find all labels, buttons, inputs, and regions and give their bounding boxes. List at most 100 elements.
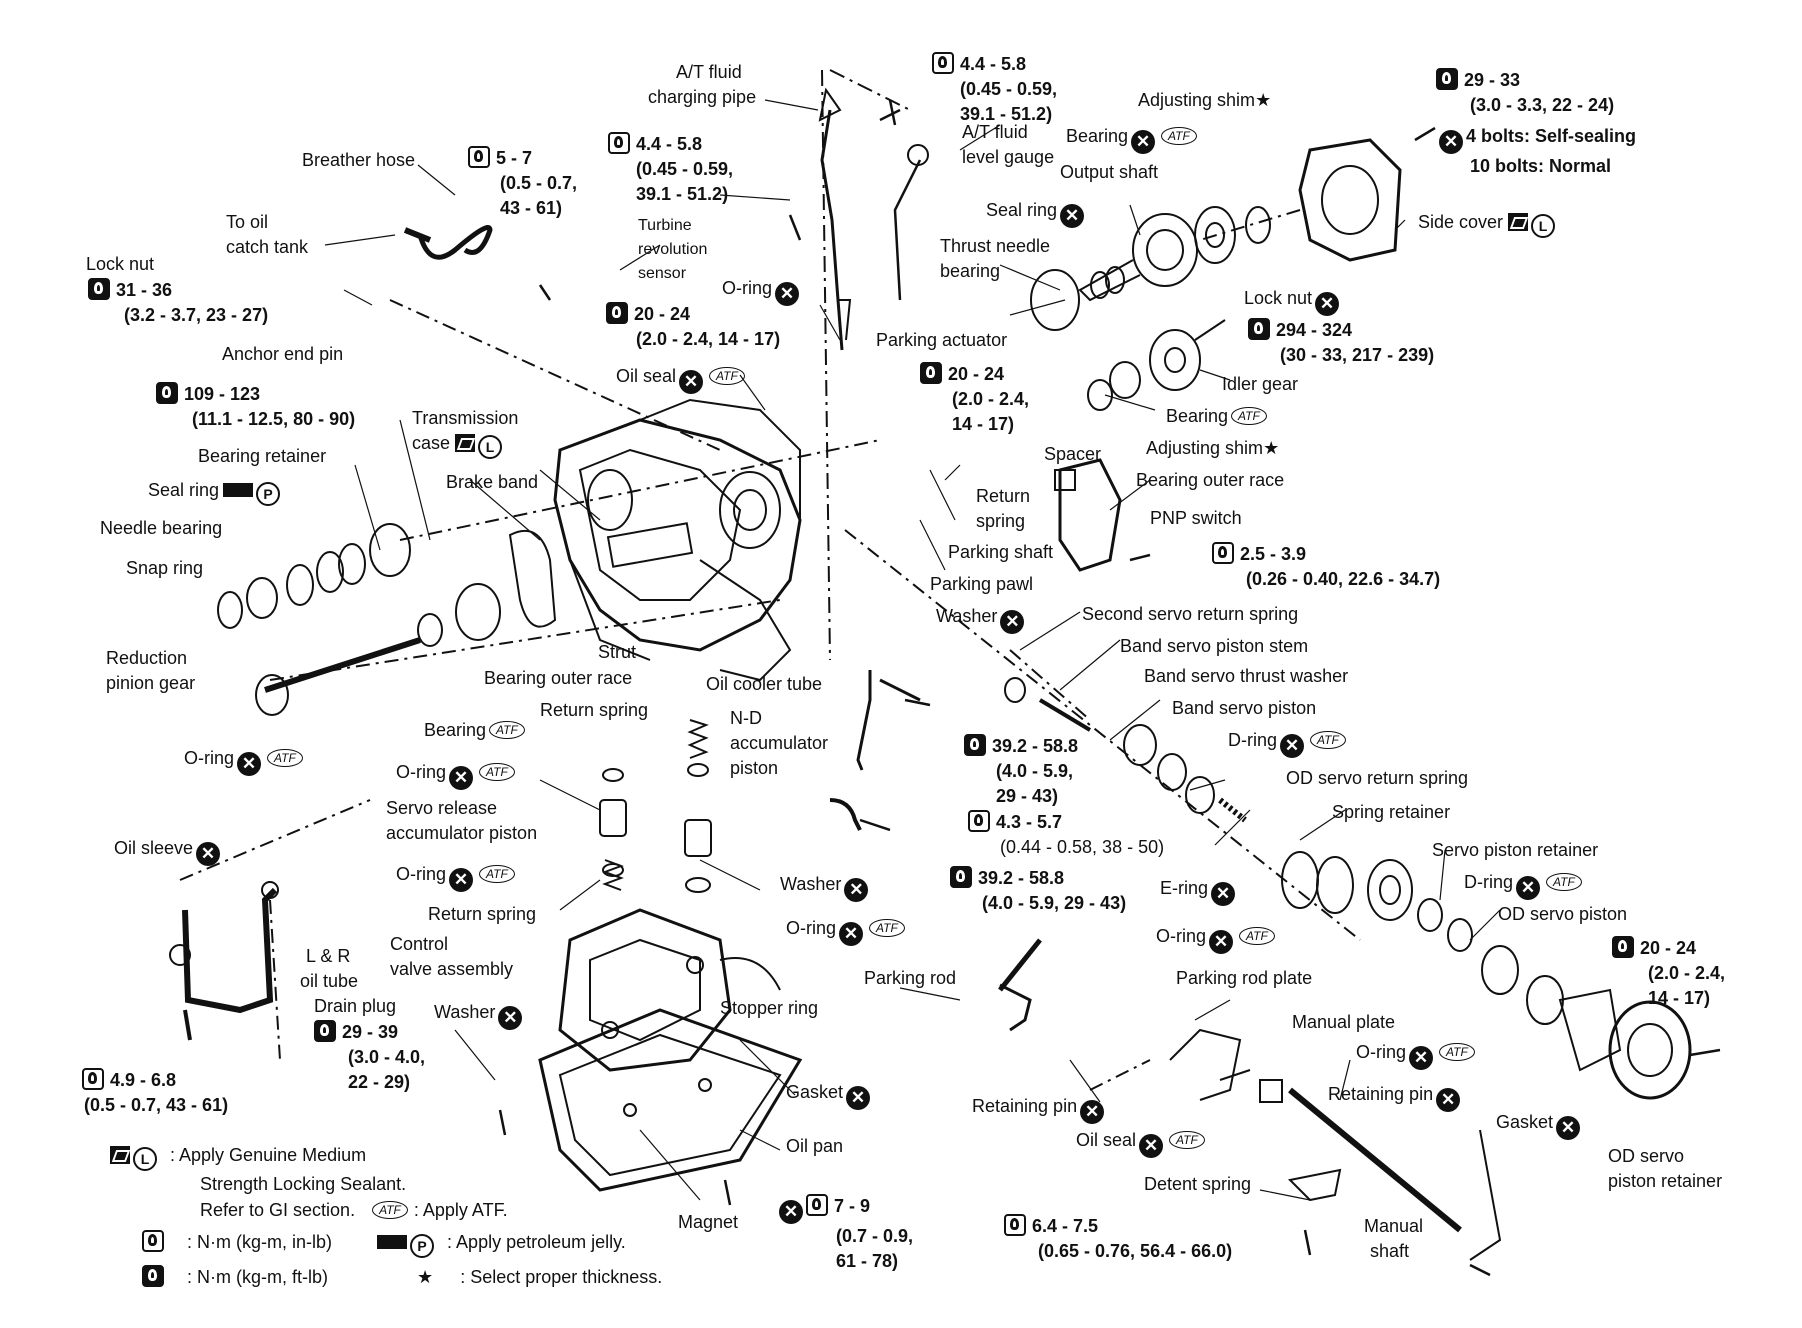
label-detent-spring: Detent spring [1144,1174,1252,1194]
torque-value: 39.2 - 58.8 [978,868,1065,888]
label-oil-cooler-tube: Oil cooler tube [706,674,823,694]
wrench-in-lb-icon [968,810,990,832]
bolts-note-normal: 10 bolts: Normal [1470,156,1612,176]
torque-spec-oil-pan-bolt: ✕7 - 9 (0.7 - 0.9, 61 - 78) [776,1194,913,1274]
torque-spec-breather-bolt: 5 - 7 (0.5 - 0.7, 43 - 61) [468,146,577,221]
label-washer-low: Washer✕ [780,872,871,902]
torque-spec-oil-tube-bolt: 4.9 - 6.8 (0.5 - 0.7, 43 - 61) [82,1068,228,1118]
torque-spec-lock-nut-right: 294 - 324 (30 - 33, 217 - 239) [1248,318,1434,368]
replace-icon: ✕ [775,282,800,306]
torque-value: 31 - 36 [116,280,173,300]
torque-spec-drain-plug: 29 - 39 (3.0 - 4.0, 22 - 29) [314,1020,425,1095]
torque-metric: (0.44 - 0.58, 38 - 50) [1000,837,1165,857]
replace-icon: ✕ [846,1086,871,1110]
torque-metric: (0.5 - 0.7, 43 - 61) [84,1095,229,1115]
label-parking-rod-plate: Parking rod plate [1176,968,1313,988]
torque-metric: (0.5 - 0.7, [500,173,578,193]
torque-spec-cooler-tube-bolt-1: 39.2 - 58.8 (4.0 - 5.9, 29 - 43) [964,734,1078,809]
torque-spec-detent-spring-bolt: 6.4 - 7.5 (0.65 - 0.76, 56.4 - 66.0) [1004,1214,1232,1264]
wrench-in-lb-icon [1004,1214,1026,1236]
petroleum-icon: P [410,1234,435,1258]
petroleum-jelly-icon [377,1235,408,1249]
petroleum-icon: P [256,482,281,506]
label-strut: Strut [598,642,637,662]
atf-icon: ATF [1231,407,1267,425]
label-second-servo-return-spring: Second servo return spring [1082,604,1299,624]
wrench-in-lb-icon [82,1068,104,1090]
replace-icon: ✕ [449,868,474,892]
wrench-ft-lb-icon [88,278,110,300]
torque-value: 6.4 - 7.5 [1032,1216,1099,1236]
torque-spec-cooler-tube-bolt-2: 4.3 - 5.7 (0.44 - 0.58, 38 - 50) [968,810,1164,860]
atf-icon: ATF [479,865,515,883]
torque-value: 294 - 324 [1276,320,1353,340]
torque-spec-side-cover-bolts: 29 - 33 (3.0 - 3.3, 22 - 24) ✕4 bolts: S… [1436,68,1636,179]
label-seal-ring-top: Seal ring✕ [986,198,1087,228]
label-washer-mid: Washer✕ [936,604,1027,634]
torque-imperial: 14 - 17) [952,414,1015,434]
torque-metric: (0.26 - 0.40, 22.6 - 34.7) [1246,569,1441,589]
legend-star: : Select proper thickness. [460,1267,663,1287]
torque-metric: (4.0 - 5.9, [996,761,1074,781]
label-o-ring-od: O-ring✕ATF [1356,1040,1475,1070]
label-bearing-top: Bearing✕ATF [1066,124,1197,154]
label-magnet: Magnet [678,1212,739,1232]
label-snap-ring: Snap ring [126,558,204,578]
label-adjusting-shim-mid: Adjusting shim★ [1146,438,1280,458]
star-icon: ★ [1263,438,1280,458]
label-oil-seal-2: Oil seal✕ATF [1076,1128,1205,1158]
atf-icon: ATF [1439,1043,1475,1061]
legend-locking: L : Apply Genuine Medium [110,1142,662,1171]
label-brake-band: Brake band [446,472,539,492]
torque-spec-lock-nut-left: 31 - 36 (3.2 - 3.7, 23 - 27) [88,278,268,328]
replace-icon: ✕ [1436,1088,1461,1112]
torque-metric: (3.0 - 4.0, [348,1047,426,1067]
replace-icon: ✕ [449,766,474,790]
label-servo-piston-retainer: Servo piston retainer [1432,840,1599,860]
label-o-ring-left: O-ring✕ATF [184,746,303,776]
label-parking-shaft: Parking shaft [948,542,1054,562]
wrench-ft-lb-icon [1612,936,1634,958]
label-output-shaft: Output shaft [1060,162,1159,182]
wrench-in-lb-icon [468,146,490,168]
wrench-ft-lb-icon [606,302,628,324]
torque-value: 20 - 24 [1640,938,1697,958]
label-d-ring-1: D-ring✕ATF [1228,728,1346,758]
torque-metric: (30 - 33, 217 - 239) [1280,345,1435,365]
torque-spec-case-bolt-center: 20 - 24 (2.0 - 2.4, 14 - 17) [606,302,780,352]
atf-icon: ATF [1169,1131,1205,1149]
wrench-ft-lb-icon [1248,318,1270,340]
replace-icon: ✕ [1516,876,1541,900]
torque-imperial: 39.1 - 51.2) [636,184,729,204]
replace-icon: ✕ [1080,1100,1105,1124]
label-e-ring: E-ring✕ [1160,876,1238,906]
replace-icon: ✕ [1139,1134,1164,1158]
label-idler-gear: Idler gear [1222,374,1299,394]
label-parking-pawl: Parking pawl [930,574,1034,594]
torque-value: 109 - 123 [184,384,261,404]
star-icon: ★ [1255,90,1272,110]
torque-spec-od-servo-bolt: 20 - 24 (2.0 - 2.4, 14 - 17) [1612,936,1725,1011]
wrench-in-lb-icon [932,52,954,74]
replace-icon: ✕ [844,878,869,902]
atf-icon: ATF [869,919,905,937]
torque-value: 4.3 - 5.7 [996,812,1063,832]
wrench-in-lb-icon [1212,542,1234,564]
label-gasket-pan: Gasket✕ [786,1080,873,1110]
label-bearing-outer-race-left: Bearing outer race [484,668,633,688]
label-lock-nut-left: Lock nut [86,254,155,274]
label-oil-seal-1: Oil seal✕ATF [616,364,745,394]
petroleum-jelly-icon [223,483,254,497]
label-washer-drain: Washer✕ [434,1000,525,1030]
torque-spec-charging-pipe-bolt: 4.4 - 5.8 (0.45 - 0.59, 39.1 - 51.2) [932,52,1057,127]
torque-metric: (2.0 - 2.4, [1648,963,1726,983]
label-o-ring-low: O-ring✕ATF [786,916,905,946]
torque-spec-anchor-bolt: 109 - 123 (11.1 - 12.5, 80 - 90) [156,382,355,432]
